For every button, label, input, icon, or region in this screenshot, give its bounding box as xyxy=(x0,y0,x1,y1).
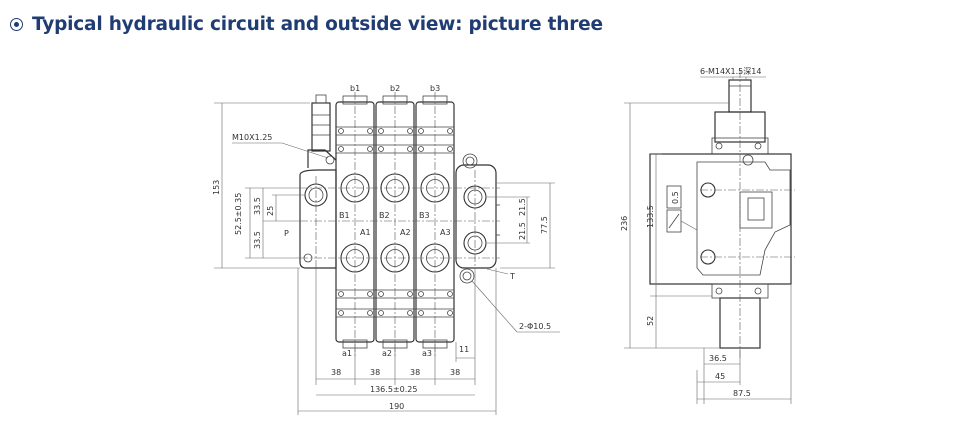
side-dim-236: 236 xyxy=(620,216,629,231)
label-b2: b2 xyxy=(390,84,400,93)
radio-bullet-icon xyxy=(10,18,23,31)
inlet-block xyxy=(299,169,337,269)
dim-21-5-b: 21.5 xyxy=(518,222,527,240)
dim-190: 190 xyxy=(389,402,404,411)
relief-valve-body xyxy=(307,149,337,168)
heading-title: Typical hydraulic circuit and outside vi… xyxy=(32,14,603,35)
side-view: 0.5 6-M14X1.5深14 236 133.5 52 xyxy=(620,67,795,404)
side-thread-label: 6-M14X1.5深14 xyxy=(700,67,761,76)
side-dim-36-5: 36.5 xyxy=(709,354,727,363)
label-A3: A3 xyxy=(440,228,451,237)
label-A1: A1 xyxy=(360,228,371,237)
label-P: P xyxy=(284,229,289,238)
dim-11: 11 xyxy=(459,345,469,354)
label-B2: B2 xyxy=(379,211,390,220)
dim-pitch-1: 38 xyxy=(331,368,341,377)
dim-153: 153 xyxy=(212,180,221,195)
label-mount-holes: 2-Φ10.5 xyxy=(519,322,551,331)
label-B1: B1 xyxy=(339,211,350,220)
dim-33-5-lower: 33.5 xyxy=(253,231,262,249)
front-view: b1 b2 b3 a1 a2 a3 B1 B2 B3 A1 A2 A3 P T … xyxy=(212,84,560,415)
label-thread-m10: M10X1.25 xyxy=(232,133,272,142)
dim-52-5: 52.5±0.35 xyxy=(234,193,243,235)
side-dim-87-5: 87.5 xyxy=(733,389,751,398)
dim-77-5: 77.5 xyxy=(540,216,549,234)
label-a3: a3 xyxy=(422,349,432,358)
dim-21-5-a: 21.5 xyxy=(518,198,527,216)
label-b1: b1 xyxy=(350,84,360,93)
dim-136-5: 136.5±0.25 xyxy=(370,385,417,394)
dim-pitch-4: 38 xyxy=(450,368,460,377)
label-a1: a1 xyxy=(342,349,352,358)
dim-33-5-upper: 33.5 xyxy=(253,197,262,215)
symbol-box xyxy=(666,185,682,209)
relief-valve-cap xyxy=(311,102,331,152)
label-A2: A2 xyxy=(400,228,411,237)
label-T: T xyxy=(509,272,515,281)
side-dim-45: 45 xyxy=(715,372,725,381)
side-dim-52: 52 xyxy=(646,316,655,326)
side-dim-133-5: 133.5 xyxy=(646,205,655,228)
label-a2: a2 xyxy=(382,349,392,358)
symbol-value: 0.5 xyxy=(671,191,680,204)
side-body xyxy=(649,153,792,285)
dim-pitch-2: 38 xyxy=(370,368,380,377)
label-b3: b3 xyxy=(430,84,440,93)
label-B3: B3 xyxy=(419,211,430,220)
dim-25: 25 xyxy=(266,206,275,216)
dim-pitch-3: 38 xyxy=(410,368,420,377)
section-heading: Typical hydraulic circuit and outside vi… xyxy=(10,14,603,35)
